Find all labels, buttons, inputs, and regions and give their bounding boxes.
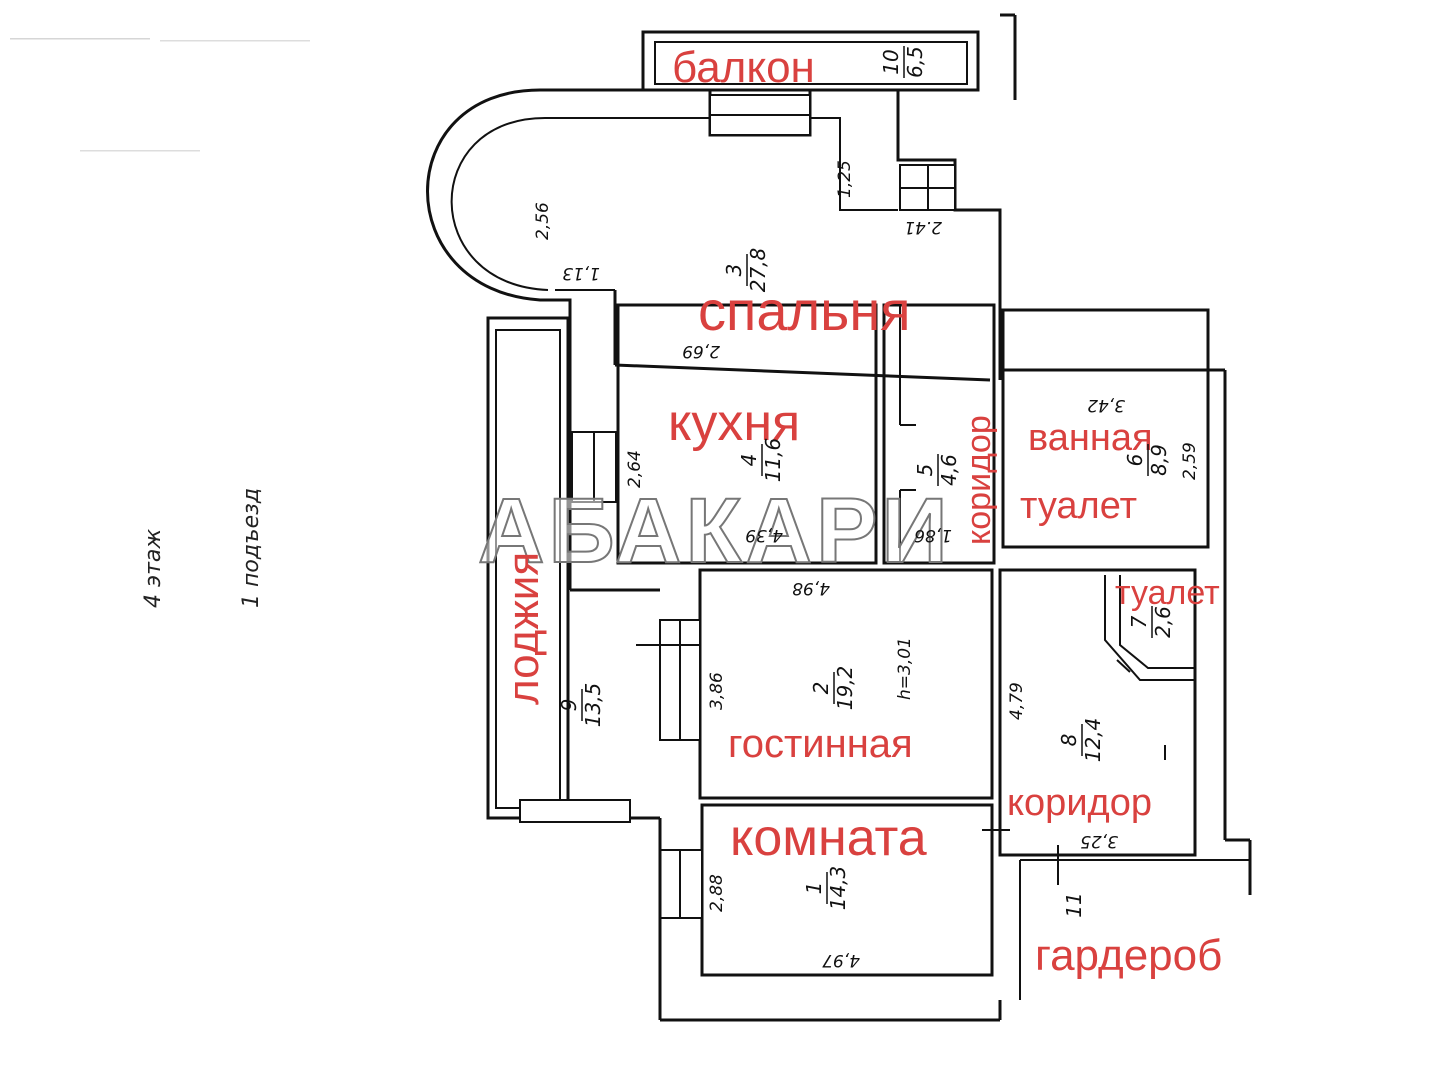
room-area-value: 19,2 <box>833 666 857 711</box>
room-area-value: 8,9 <box>1147 444 1171 476</box>
room-label-kitchen: кухня <box>668 394 800 452</box>
dimension-labels: 2,56 1,13 1,25 2.41 2,69 2,64 4,39 1,86 … <box>533 160 1200 970</box>
room-label-loggia: лоджия <box>499 552 548 705</box>
room-number-value: 2 <box>809 682 833 695</box>
room-number-value: 10 <box>879 49 903 74</box>
room-number-value: 6 <box>1123 454 1147 467</box>
dim-3-25: 3,25 <box>1080 831 1118 851</box>
floor-note: 4 этаж <box>141 529 166 608</box>
dim-2-41: 2.41 <box>904 217 942 237</box>
room-area-value: 13,5 <box>581 683 605 728</box>
dim-2-59: 2,59 <box>1180 442 1200 480</box>
dim-1-13: 1,13 <box>562 263 600 283</box>
room-area-value: 6,5 <box>903 46 927 78</box>
room-label-wardrobe: гардероб <box>1035 931 1222 980</box>
room-label-room: комната <box>730 809 927 867</box>
dim-4-98: 4,98 <box>792 578 830 598</box>
dim-1-25: 1,25 <box>835 160 855 198</box>
dim-4-97: 4,97 <box>822 950 860 970</box>
dim-2-64: 2,64 <box>625 450 645 488</box>
room-number-value: 4 <box>737 454 761 467</box>
entrance-note: 1 подъезд <box>239 488 264 608</box>
dim-3-86: 3,86 <box>707 672 727 710</box>
room-label-living-room: гостинная <box>728 722 913 766</box>
room-area-value: 2,6 <box>1151 606 1175 638</box>
dim-4-39: 4,39 <box>745 525 783 545</box>
room-area-value: 27,8 <box>746 248 770 293</box>
room-label-corridor-small: коридор <box>960 415 998 545</box>
room-number-value: 9 <box>557 699 581 712</box>
room-number-value: 1 <box>802 882 826 895</box>
room-number-value: 7 <box>1127 615 1151 628</box>
room-label-bedroom: спальня <box>698 279 911 342</box>
dim-2-56: 2,56 <box>533 202 553 240</box>
dim-2-88: 2,88 <box>707 874 727 912</box>
exterior-walls <box>426 13 1252 1022</box>
room-number-value: 11 <box>1062 892 1086 917</box>
room-area-value: 14,3 <box>826 866 850 911</box>
room-number-value: 8 <box>1057 734 1081 747</box>
dim-2-69: 2,69 <box>682 341 720 361</box>
room-area-value: 11,6 <box>761 438 785 483</box>
room-label-bathroom: ванная <box>1028 417 1153 459</box>
room-number-11: 11 <box>1062 892 1086 917</box>
dim-1-86: 1,86 <box>914 525 952 545</box>
room-label-balcony: балкон <box>672 43 815 92</box>
scan-specks <box>10 38 310 152</box>
room-area-value: 12,4 <box>1081 718 1105 763</box>
dim-4-79: 4,79 <box>1007 682 1027 720</box>
room-number-value: 3 <box>722 264 746 277</box>
watermark: АБАКАРИ <box>478 480 952 582</box>
dim-ceiling-height: h=3,01 <box>895 637 915 700</box>
dim-3-42: 3,42 <box>1087 395 1125 415</box>
room-area-value: 4,6 <box>937 454 961 486</box>
room-label-corridor: коридор <box>1007 782 1152 824</box>
room-label-toilet: туалет <box>1115 574 1220 612</box>
room-label-bathroom-toilet: туалет <box>1020 485 1137 527</box>
room-number-value: 5 <box>913 464 937 477</box>
